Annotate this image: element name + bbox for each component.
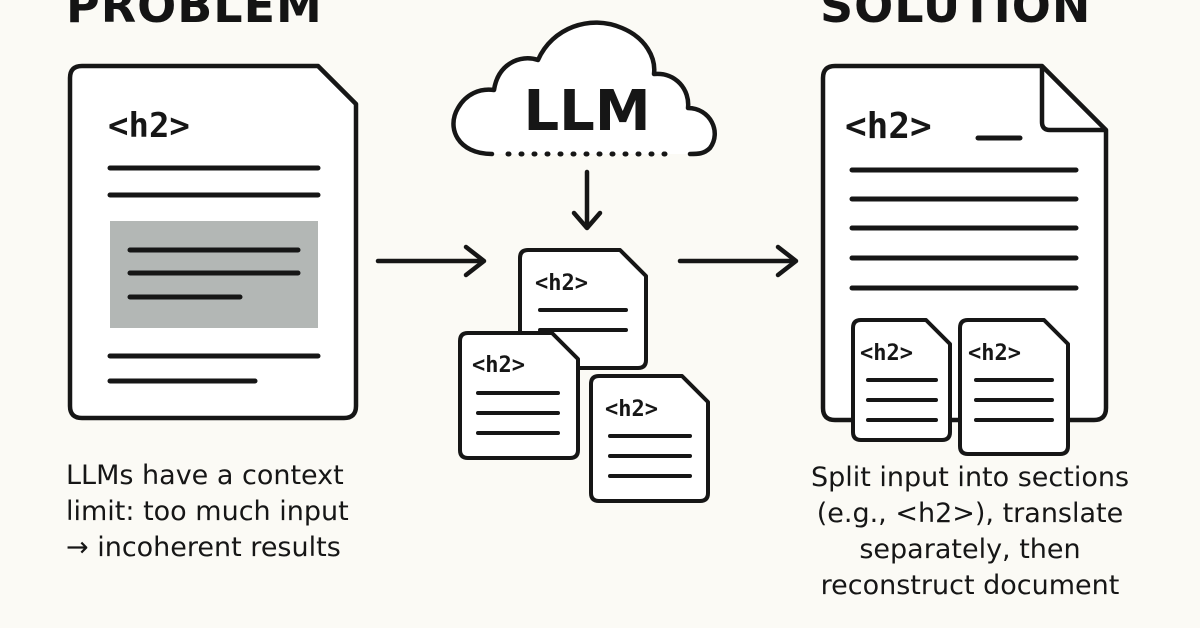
arrow-down-icon	[571, 169, 603, 231]
arrow-right-icon	[677, 244, 799, 278]
problem-caption-line: limit: too much input	[66, 496, 349, 527]
solution-caption: Split input into sections (e.g., <h2>), …	[780, 460, 1160, 604]
problem-caption-line: → incoherent results	[66, 532, 341, 563]
reassembled-chunk-icon: <h2>	[851, 318, 952, 442]
reassembled-chunk-icon: <h2>	[958, 318, 1070, 456]
reassembled-chunk-tag: <h2>	[968, 341, 1021, 366]
cloud-icon: LLM	[451, 20, 717, 157]
chunk-document-icon: <h2>	[589, 374, 710, 503]
solution-caption-line: Split input into sections	[810, 462, 1130, 493]
chunk-tag: <h2>	[605, 397, 658, 422]
problem-caption: LLMs have a context limit: too much inpu…	[66, 458, 406, 566]
solution-caption-line: separately, then	[859, 534, 1081, 565]
problem-heading: PROBLEM	[66, 0, 323, 33]
problem-doc-tag: <h2>	[108, 106, 190, 146]
arrow-right-icon	[375, 244, 487, 278]
chunk-tag: <h2>	[472, 353, 525, 378]
solution-doc-tag: <h2>	[845, 106, 932, 147]
solution-caption-line: (e.g., <h2>), translate	[816, 498, 1124, 529]
solution-caption-line: reconstruct document	[820, 570, 1120, 601]
cloud-label: LLM	[523, 79, 650, 144]
problem-document-icon: <h2>	[67, 63, 359, 421]
reassembled-chunk-tag: <h2>	[860, 341, 913, 366]
chunk-tag: <h2>	[535, 271, 588, 296]
problem-caption-line: LLMs have a context	[66, 460, 344, 491]
solution-heading: SOLUTION	[820, 0, 1092, 33]
chunk-document-icon: <h2>	[458, 331, 580, 460]
